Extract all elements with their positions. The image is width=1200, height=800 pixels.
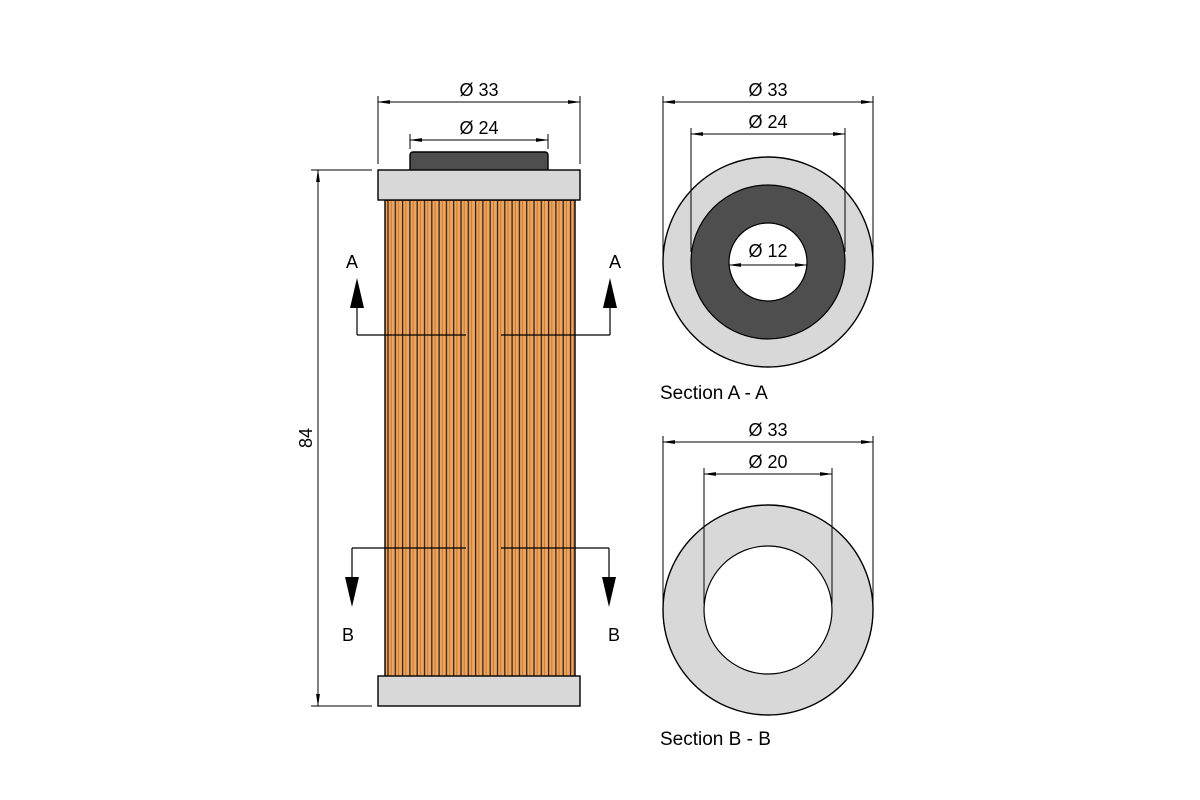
section-b-title: Section B - B: [660, 729, 771, 750]
section-b-center-hole: [703, 545, 833, 675]
cut-line-a: [356, 306, 611, 336]
section-b-view: [662, 504, 874, 716]
front-dim-cap-label: Ø 24: [459, 118, 498, 138]
section-b-dim-outer-label: Ø 33: [748, 420, 787, 440]
cut-label-a-right: A: [609, 252, 621, 272]
cut-label-b-right: B: [608, 625, 620, 645]
section-a-center-hole: [728, 222, 808, 302]
front-dim-cap: [409, 134, 549, 149]
cut-arrow-b-left-icon: [345, 577, 359, 607]
front-dim-outer: [377, 96, 581, 164]
section-a-dim-ring: [690, 128, 846, 252]
front-inner-cap: [409, 151, 549, 173]
section-b-dim-outer: [662, 436, 874, 606]
section-a-dim-outer: [662, 96, 874, 258]
front-bottom-end-cap: [377, 675, 581, 707]
section-b-dim-hole-label: Ø 20: [748, 452, 787, 472]
front-dim-outer-label: Ø 33: [459, 80, 498, 100]
cut-label-a-left: A: [346, 252, 358, 272]
cut-arrow-a-right-icon: [603, 278, 617, 308]
section-a-dim-outer-label: Ø 33: [748, 80, 787, 100]
front-dim-height: [311, 169, 372, 707]
cut-line-b: [351, 547, 610, 577]
cut-label-b-left: B: [342, 625, 354, 645]
front-filter-media: [384, 199, 576, 678]
front-top-end-cap: [377, 169, 581, 201]
front-dim-height-label: 84: [296, 428, 316, 448]
front-view: [377, 151, 581, 707]
section-a-dim-ring-label: Ø 24: [748, 112, 787, 132]
cut-arrow-b-right-icon: [602, 577, 616, 607]
section-a-view: [662, 156, 874, 368]
section-a-title: Section A - A: [660, 383, 768, 404]
section-b-dim-hole: [703, 468, 833, 604]
cut-arrow-a-left-icon: [350, 278, 364, 308]
section-a-dim-hole-label: Ø 12: [748, 241, 787, 261]
